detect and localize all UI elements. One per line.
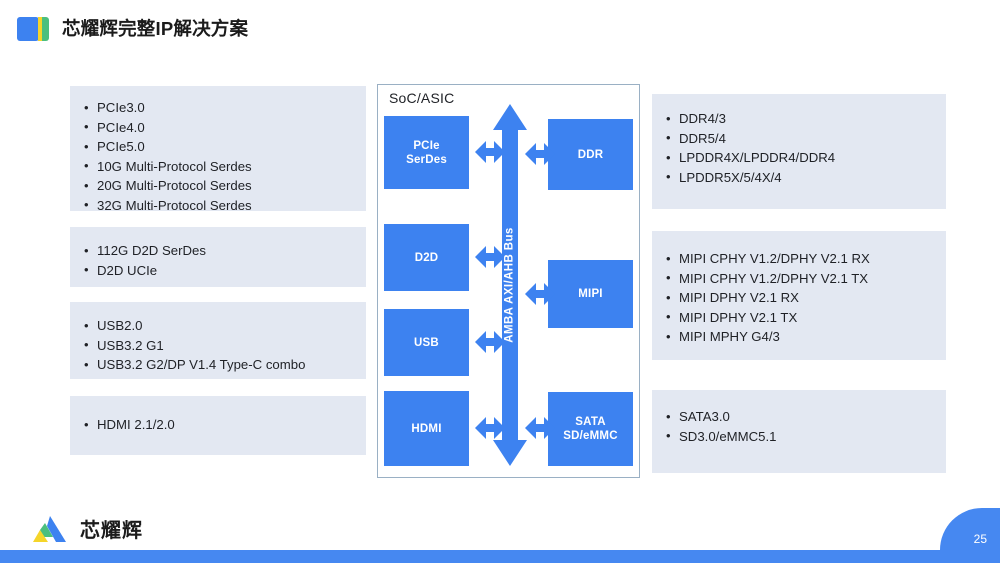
list-item: PCIe5.0 bbox=[84, 137, 352, 157]
brand-name: 芯耀辉 bbox=[80, 520, 143, 542]
panel-sata-list: SATA3.0 SD3.0/eMMC5.1 bbox=[652, 390, 946, 473]
double-arrow-icon bbox=[525, 414, 555, 442]
amba-bus-arrow-icon bbox=[493, 104, 527, 466]
panel-ddr-list: DDR4/3 DDR5/4 LPDDR4X/LPDDR4/DDR4 LPDDR5… bbox=[652, 94, 946, 209]
block-sata-sd-emmc: SATA SD/eMMC bbox=[548, 392, 633, 466]
list-item: PCIe3.0 bbox=[84, 98, 352, 118]
page-title: 芯耀辉完整IP解决方案 bbox=[62, 18, 249, 39]
list-item: DDR4/3 bbox=[666, 109, 932, 129]
block-label: DDR bbox=[577, 148, 604, 161]
block-label-line1: PCIe bbox=[413, 139, 440, 152]
double-arrow-icon bbox=[475, 414, 505, 442]
block-pcie-serdes: PCIe SerDes bbox=[384, 116, 469, 189]
footer-bar bbox=[0, 550, 1000, 563]
block-mipi: MIPI bbox=[548, 260, 633, 328]
list-item: SD3.0/eMMC5.1 bbox=[666, 426, 932, 447]
accent-blue-block bbox=[17, 17, 39, 41]
list-item: SATA3.0 bbox=[666, 407, 932, 427]
double-arrow-icon bbox=[525, 280, 555, 308]
block-label: MIPI bbox=[578, 288, 603, 300]
block-usb: USB bbox=[384, 309, 469, 376]
brand-logo-icon bbox=[26, 514, 74, 546]
panel-mipi-items: MIPI CPHY V1.2/DPHY V2.1 RX MIPI CPHY V1… bbox=[666, 249, 932, 347]
block-label-line2: SerDes bbox=[406, 153, 447, 166]
block-label: USB bbox=[414, 336, 439, 349]
panel-hdmi-list: HDMI 2.1/2.0 bbox=[70, 396, 366, 455]
double-arrow-icon bbox=[475, 243, 505, 271]
soc-asic-label: SoC/ASIC bbox=[389, 90, 455, 106]
panel-d2d-items: 112G D2D SerDes D2D UCIe bbox=[84, 241, 352, 280]
block-label: D2D bbox=[414, 251, 439, 264]
accent-green-bar bbox=[42, 17, 49, 41]
list-item: 10G Multi-Protocol Serdes bbox=[84, 156, 352, 177]
list-item: MIPI CPHY V1.2/DPHY V2.1 TX bbox=[666, 268, 932, 289]
list-item: MIPI DPHY V2.1 TX bbox=[666, 307, 932, 328]
list-item: HDMI 2.1/2.0 bbox=[84, 415, 352, 435]
list-item: 32G Multi-Protocol Serdes bbox=[84, 195, 352, 216]
list-item: LPDDR4X/LPDDR4/DDR4 bbox=[666, 148, 932, 168]
block-label-line1: SATA bbox=[575, 416, 606, 428]
list-item: 112G D2D SerDes bbox=[84, 241, 352, 261]
corner-shape bbox=[940, 508, 1000, 550]
list-item: PCIe4.0 bbox=[84, 117, 352, 138]
block-hdmi: HDMI bbox=[384, 391, 469, 466]
list-item: USB2.0 bbox=[84, 316, 352, 336]
accent-yellow-bar bbox=[38, 17, 43, 41]
double-arrow-icon bbox=[525, 140, 555, 168]
panel-usb-items: USB2.0 USB3.2 G1 USB3.2 G2/DP V1.4 Type-… bbox=[84, 316, 352, 375]
list-item: 20G Multi-Protocol Serdes bbox=[84, 176, 352, 196]
block-d2d: D2D bbox=[384, 224, 469, 291]
panel-pcie-items: PCIe3.0 PCIe4.0 PCIe5.0 10G Multi-Protoc… bbox=[84, 98, 352, 215]
panel-d2d-list: 112G D2D SerDes D2D UCIe bbox=[70, 227, 366, 287]
panel-mipi-list: MIPI CPHY V1.2/DPHY V2.1 RX MIPI CPHY V1… bbox=[652, 231, 946, 360]
page-number-corner bbox=[940, 508, 1000, 550]
list-item: DDR5/4 bbox=[666, 128, 932, 149]
list-item: MIPI CPHY V1.2/DPHY V2.1 RX bbox=[666, 249, 932, 269]
panel-pcie-list: PCIe3.0 PCIe4.0 PCIe5.0 10G Multi-Protoc… bbox=[70, 86, 366, 214]
list-item: USB3.2 G1 bbox=[84, 335, 352, 356]
list-item: MIPI MPHY G4/3 bbox=[666, 327, 932, 347]
panel-sata-items: SATA3.0 SD3.0/eMMC5.1 bbox=[666, 407, 932, 446]
list-item: D2D UCIe bbox=[84, 260, 352, 281]
list-item: USB3.2 G2/DP V1.4 Type-C combo bbox=[84, 355, 352, 375]
page-number: 25 bbox=[973, 532, 987, 546]
panel-ddr-items: DDR4/3 DDR5/4 LPDDR4X/LPDDR4/DDR4 LPDDR5… bbox=[666, 109, 932, 187]
double-arrow-icon bbox=[475, 138, 505, 166]
list-item: LPDDR5X/5/4X/4 bbox=[666, 167, 932, 188]
list-item: MIPI DPHY V2.1 RX bbox=[666, 288, 932, 308]
double-arrow-icon bbox=[475, 328, 505, 356]
title-accent-mark bbox=[17, 17, 49, 41]
block-ddr: DDR bbox=[548, 119, 633, 190]
panel-hdmi-items: HDMI 2.1/2.0 bbox=[84, 415, 352, 435]
block-label: HDMI bbox=[411, 422, 442, 435]
panel-usb-list: USB2.0 USB3.2 G1 USB3.2 G2/DP V1.4 Type-… bbox=[70, 302, 366, 379]
block-label-line2: SD/eMMC bbox=[563, 430, 618, 442]
